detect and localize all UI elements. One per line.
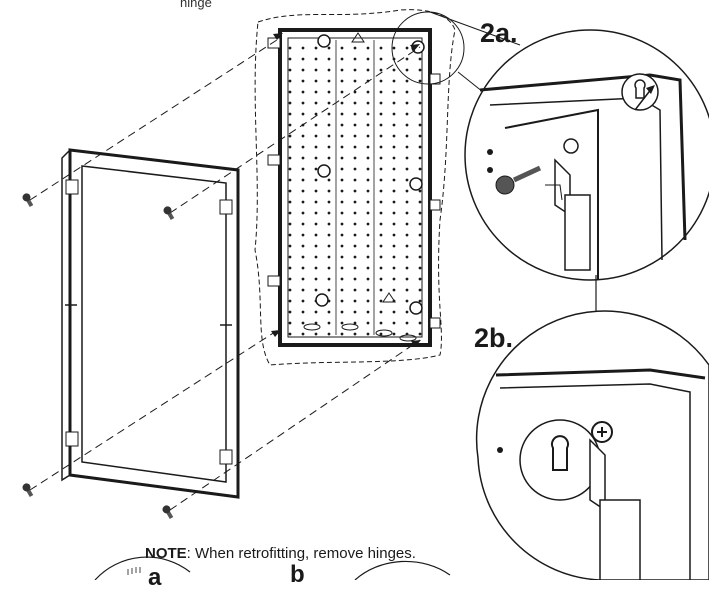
- step-2b-label: 2b.: [474, 323, 514, 353]
- detail-b-circle: [354, 560, 451, 580]
- note-text: : When retrofitting, remove hinges.: [186, 545, 416, 562]
- screw-icon: [161, 503, 175, 521]
- callout-circle: [391, 11, 465, 85]
- keyhole-icon: [409, 301, 423, 315]
- detail-2a: [464, 29, 709, 281]
- wall-cutout-outline: [254, 9, 456, 366]
- keyhole-icon: [621, 73, 659, 111]
- keyhole-icon: [317, 34, 331, 48]
- screw-icon: [495, 175, 515, 195]
- up-arrow-icon: [351, 32, 365, 43]
- detail-2b: [475, 310, 709, 580]
- detail-b-label: b: [290, 561, 305, 588]
- keyhole-icon: [315, 293, 329, 307]
- detail-a-label: a: [148, 564, 162, 591]
- keyhole-icon: [409, 177, 423, 191]
- detail-a-circle: [94, 556, 191, 580]
- step-2a-label: 2a.: [480, 18, 518, 48]
- hinge-caption: hinge: [180, 0, 212, 10]
- door-frame: [61, 148, 240, 499]
- screw-icon: [21, 481, 35, 499]
- keyhole-icon: [519, 419, 601, 501]
- alignment-lines: [29, 37, 421, 511]
- arrow-icon: [271, 33, 421, 347]
- retrofit-note: NOTE: When retrofitting, remove hinges.: [145, 545, 416, 562]
- keyhole-icon: [317, 164, 331, 178]
- screw-icon: [21, 191, 35, 209]
- back-box: [267, 28, 441, 347]
- note-heading: NOTE: [145, 545, 187, 562]
- up-arrow-icon: [382, 292, 396, 303]
